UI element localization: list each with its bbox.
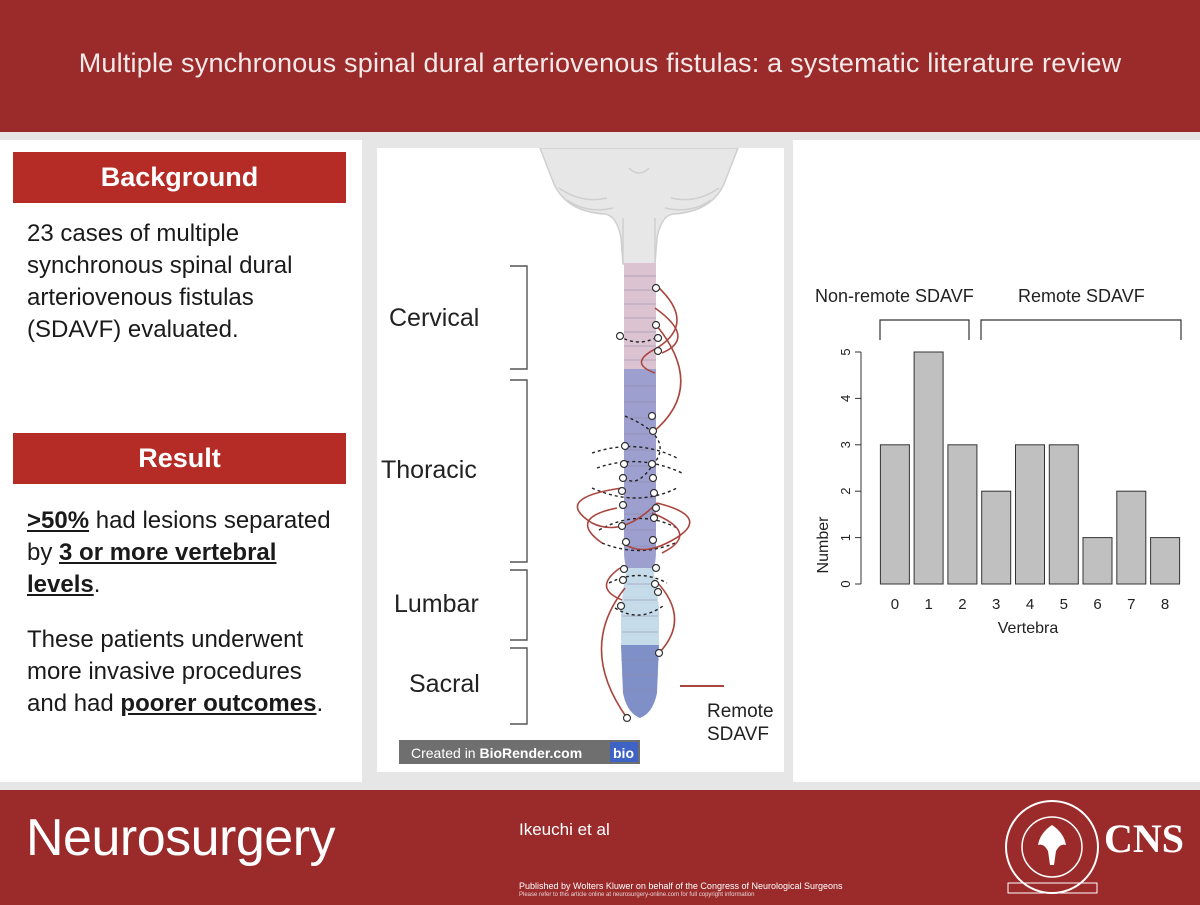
background-heading: Background: [13, 152, 346, 203]
credit-brand: BioRender.com: [479, 745, 582, 761]
bar-vertebra-8: [1150, 537, 1181, 585]
cns-seal-logo: [1005, 800, 1099, 894]
text-panel: Background 23 cases of multiple synchron…: [0, 140, 362, 782]
result-text-span: had lesions separated by: [27, 507, 331, 566]
region-label-cervical: Cervical: [389, 304, 479, 332]
x-tick-label: 4: [1026, 596, 1034, 613]
result-text-span: These patients underwent more invasive p…: [27, 626, 304, 717]
bar-vertebra-0: [879, 444, 910, 585]
result-paragraph-2: These patients underwent more invasive p…: [27, 624, 343, 720]
region-brackets: [510, 265, 528, 725]
result-text-span: .: [316, 690, 324, 717]
x-tick-label: 2: [958, 596, 966, 613]
sacral-segment: [621, 645, 659, 718]
region-label-lumbar: Lumbar: [394, 590, 479, 618]
y-tick-label: 0: [838, 580, 853, 587]
x-tick-label: 0: [891, 596, 899, 613]
background-text: 23 cases of multiple synchronous spinal …: [27, 220, 293, 343]
bar-vertebra-6: [1082, 537, 1113, 585]
result-heading: Result: [13, 433, 346, 484]
journal-brand: Neurosurgery: [26, 809, 336, 867]
result-emphasis-outcomes: poorer outcomes: [120, 690, 317, 717]
seal-emblem: [1038, 825, 1066, 865]
bar-chart: Non-remote SDAVF Remote SDAVF Number Ver…: [815, 286, 1182, 637]
chart-panel: Non-remote SDAVF Remote SDAVF Number Ver…: [793, 140, 1200, 782]
group-bracket-remote: [980, 319, 1182, 340]
bar-vertebra-3: [981, 490, 1012, 585]
y-tick-label: 1: [838, 534, 853, 541]
region-label-thoracic: Thoracic: [381, 456, 477, 484]
y-tick-label: 3: [838, 441, 853, 448]
y-tick-label: 2: [838, 488, 853, 495]
x-tick-label: 3: [992, 596, 1000, 613]
result-emphasis-percent: >50%: [27, 507, 90, 534]
fistula-markers: [615, 283, 664, 723]
legend-label-remote-line2: SDAVF: [707, 724, 769, 745]
bar-vertebra-1: [913, 351, 944, 585]
copyright-note: Please refer to this article online at n…: [519, 892, 755, 898]
group-label-non-remote: Non-remote SDAVF: [815, 286, 974, 306]
x-tick-label: 1: [925, 596, 933, 613]
y-tick-label: 5: [838, 348, 853, 355]
publisher-note: Published by Wolters Kluwer on behalf of…: [519, 881, 843, 891]
group-label-remote: Remote SDAVF: [1018, 286, 1145, 306]
group-bracket-non-remote: [879, 319, 970, 340]
brain-illustration: [538, 147, 740, 265]
y-axis-label: Number: [815, 516, 832, 574]
bar-vertebra-4: [1015, 444, 1045, 585]
result-paragraph-1: >50% had lesions separated by 3 or more …: [27, 505, 347, 601]
cervical-segment: [624, 263, 656, 369]
page-title: Multiple synchronous spinal dural arteri…: [78, 47, 1122, 78]
footer-banner: Neurosurgery Ikeuchi et al Published by …: [0, 790, 1200, 905]
x-tick-label: 5: [1060, 596, 1068, 613]
bar-vertebra-2: [947, 444, 978, 585]
bar-vertebra-5: [1048, 444, 1079, 585]
title-banner: Multiple synchronous spinal dural arteri…: [0, 0, 1200, 132]
result-emphasis-levels: 3 or more vertebral levels: [27, 539, 277, 598]
lumbar-segment: [621, 568, 659, 645]
x-axis-label: Vertebra: [998, 620, 1059, 637]
spine-illustration: Cervical Thoracic Lumbar Sacral: [381, 147, 774, 764]
legend-label-remote-line1: Remote: [707, 701, 774, 722]
authors: Ikeuchi et al: [519, 820, 610, 839]
cns-logo-text: CNS: [1104, 816, 1185, 861]
biorender-credit: Created in BioRender.com bio: [399, 740, 640, 764]
x-tick-label: 6: [1093, 596, 1101, 613]
svg-text:Created in BioRender.com: Created in BioRender.com: [411, 745, 582, 761]
spine-figure: Cervical Thoracic Lumbar Sacral: [377, 147, 784, 772]
region-label-sacral: Sacral: [409, 670, 480, 698]
bar-vertebra-7: [1116, 490, 1147, 585]
x-tick-label: 8: [1161, 596, 1169, 613]
y-tick-label: 4: [838, 395, 853, 402]
result-text-span: .: [93, 571, 101, 598]
credit-text: Created in: [411, 745, 479, 761]
x-tick-label: 7: [1127, 596, 1135, 613]
biorender-logo: bio: [613, 745, 634, 761]
